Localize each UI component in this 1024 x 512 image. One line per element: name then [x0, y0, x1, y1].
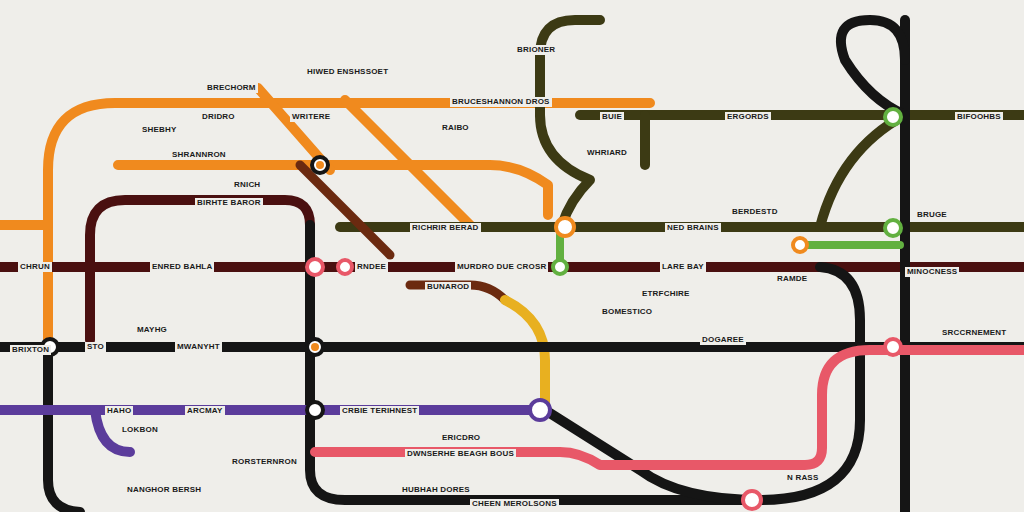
station-label: LARE BAY — [660, 262, 706, 272]
station-label: BRUCESHANNON DROS — [450, 97, 552, 107]
station-label: LOKBON — [120, 425, 160, 435]
station-label: DWNSERHE BEAGH BOUS — [405, 449, 516, 459]
station-label: BOMESTICO — [600, 307, 654, 317]
station-label: RORSTERNRON — [230, 457, 299, 467]
olive-line — [340, 20, 1024, 227]
station-label: RICHRIR BERAD — [410, 223, 481, 233]
black-line — [0, 20, 1024, 512]
station-label: MWANYHT — [175, 342, 222, 352]
station-label: HIWED ENSHSSOET — [305, 67, 390, 77]
yellow-line — [505, 300, 545, 410]
station-label: BIRHTE BAROR — [195, 198, 263, 208]
station-label: ETRFCHIRE — [640, 289, 692, 299]
station-label: STO — [85, 342, 106, 352]
station-label: WRITERE — [290, 112, 332, 122]
station-label: RNICH — [232, 180, 262, 190]
purple-line — [0, 410, 540, 452]
pink-line — [315, 350, 1024, 465]
station-label: CHEEN MEROLSONS — [470, 499, 559, 509]
station-label: RNDEE — [355, 262, 388, 272]
station-label: SHEBHY — [140, 125, 179, 135]
station-markers — [42, 109, 901, 509]
station-label: MURDRO DUE CROSR — [455, 262, 548, 272]
station-label: BERDESTD — [730, 207, 780, 217]
station-label: MAYHG — [135, 325, 169, 335]
station-label: HUBHAH DORES — [400, 485, 472, 495]
station-label: NANGHOR BERSH — [125, 485, 203, 495]
station-label: N RASS — [785, 473, 820, 483]
station-label: ARCMAY — [185, 406, 225, 416]
maroon-line — [0, 200, 1024, 340]
station-label: ERGORDS — [725, 112, 771, 122]
station-label: BRECHORM — [205, 83, 258, 93]
brown-line — [300, 165, 505, 300]
station-label: WHRIARD — [585, 148, 629, 158]
station-label: HAHO — [105, 406, 133, 416]
station-label: NED BRAINS — [665, 223, 721, 233]
green-line — [560, 235, 900, 270]
station-label: DOGAREE — [700, 335, 746, 345]
station-label: BUNAROD — [425, 282, 471, 292]
station-label: CRBIE TERIHNEST — [340, 406, 419, 416]
station-label: BRIONER — [515, 45, 557, 55]
station-label: CHRUN — [18, 262, 52, 272]
station-label: RAIBO — [440, 123, 471, 133]
station-label: ENRED BAHLA — [150, 262, 214, 272]
orange-line — [0, 88, 650, 345]
station-label: ERICDRO — [440, 433, 482, 443]
station-label: DRIDRO — [200, 112, 237, 122]
station-label: BRIXTON — [10, 345, 51, 355]
station-label: BRUGE — [915, 210, 949, 220]
station-label: MINOCNESS — [905, 267, 959, 277]
station-label: BUIE — [600, 112, 624, 122]
station-label: SRCCRNEMENT — [940, 328, 1008, 338]
station-label: BIFOOHBS — [955, 112, 1003, 122]
station-label: SHRANNRON — [170, 150, 228, 160]
station-label: RAMDE — [775, 274, 809, 284]
